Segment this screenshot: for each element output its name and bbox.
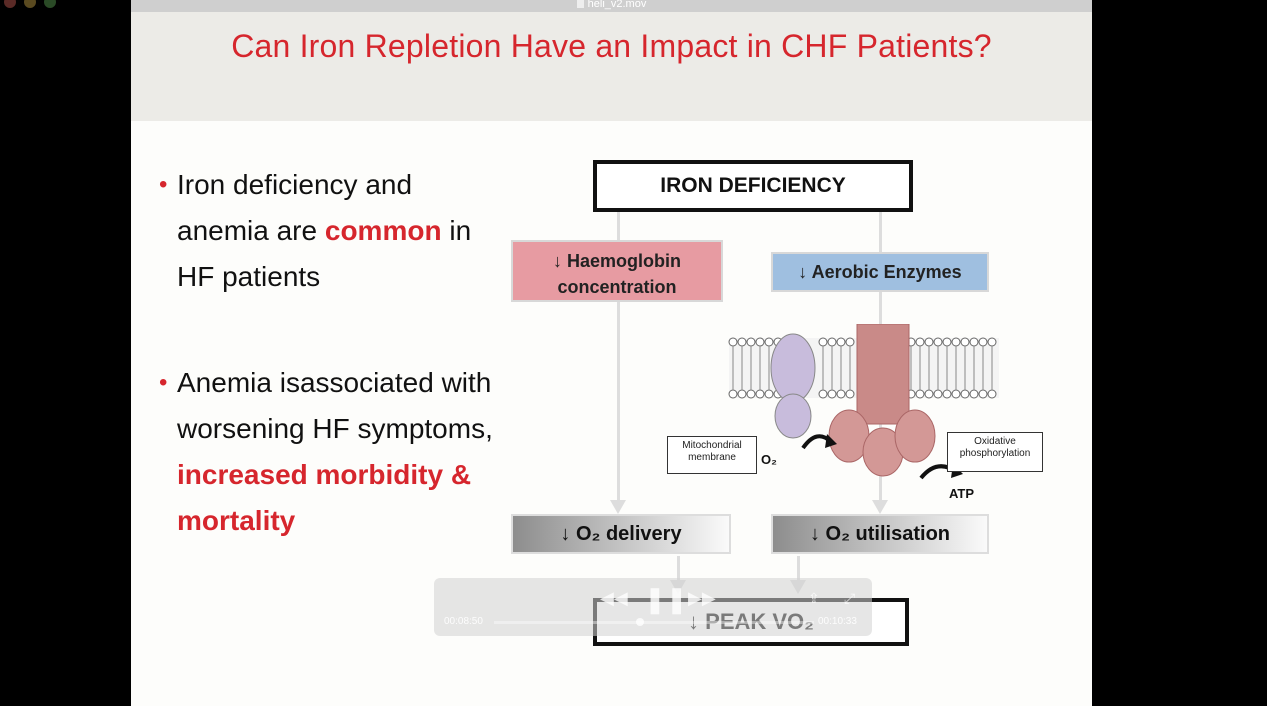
arrow-head-left (610, 500, 626, 514)
rewind-icon[interactable]: ◀◀ (600, 588, 628, 608)
bullet-dot: • (159, 171, 168, 198)
remaining-time: 00:10:33 (818, 616, 857, 627)
pause-icon[interactable]: ❚❚ (644, 584, 688, 614)
window-titlebar: heli_v2.mov (131, 0, 1092, 12)
video-player-controls[interactable]: ◀◀ ❚❚ ▶▶ ⇪ ⤢ 00:08:50 00:10:33 (434, 578, 872, 636)
zoom-window-button[interactable] (44, 0, 56, 8)
scrubber-knob[interactable] (636, 618, 644, 626)
mitochondrial-membrane-illustration (728, 324, 999, 480)
fast-forward-icon[interactable]: ▶▶ (688, 588, 716, 608)
file-icon (576, 0, 584, 8)
arrow-line-right-lower (797, 556, 800, 582)
bullet-1-text: Iron deficiency and anemia are (177, 169, 413, 246)
o2-label: O₂ (761, 452, 777, 467)
bullet-dot: • (159, 369, 168, 396)
aerobic-enzymes-box: ↓ Aerobic Enzymes (771, 252, 989, 292)
share-icon[interactable]: ⇪ (808, 590, 820, 606)
oxidative-phosphorylation-label: Oxidative phosphorylation (947, 432, 1043, 472)
window-controls (4, 0, 56, 8)
bullet-1: • Iron deficiency and anemia are common … (159, 162, 499, 300)
iron-deficiency-box: IRON DEFICIENCY (593, 160, 913, 212)
atp-label: ATP (949, 486, 975, 501)
slide-title: Can Iron Repletion Have an Impact in CHF… (231, 28, 992, 64)
arrow-line-left-lower (677, 556, 680, 582)
elapsed-time: 00:08:50 (444, 616, 483, 627)
slide-header: Can Iron Repletion Have an Impact in CHF… (131, 12, 1092, 121)
window-title: heli_v2.mov (587, 0, 647, 10)
bullet-list: • Iron deficiency and anemia are common … (159, 162, 499, 544)
minimize-window-button[interactable] (24, 0, 36, 8)
bullet-2-text: Anemia isassociated with worsening HF sy… (177, 367, 493, 444)
o2-utilisation-box: ↓ O₂ utilisation (771, 514, 989, 554)
mitochondrial-membrane-label: Mitochondrial membrane (667, 436, 757, 474)
bullet-2: • Anemia isassociated with worsening HF … (159, 360, 499, 544)
arrow-line-left (617, 208, 620, 504)
fullscreen-icon[interactable]: ⤢ (844, 590, 856, 606)
bullet-1-emphasis: common (324, 215, 442, 246)
o2-delivery-box: ↓ O₂ delivery (511, 514, 731, 554)
video-frame-slide[interactable]: Can Iron Repletion Have an Impact in CHF… (131, 12, 1092, 706)
close-window-button[interactable] (4, 0, 16, 8)
scrubber-track[interactable] (494, 618, 814, 626)
iron-deficiency-diagram: IRON DEFICIENCY ↓ Haemoglobin concentrat… (503, 152, 1063, 662)
bullet-1-text-end: in HF patients (177, 215, 472, 292)
haemoglobin-box: ↓ Haemoglobin concentration (511, 240, 723, 302)
bullet-2-emphasis: increased morbidity & mortality (177, 459, 472, 536)
arrow-head-right (872, 500, 888, 514)
